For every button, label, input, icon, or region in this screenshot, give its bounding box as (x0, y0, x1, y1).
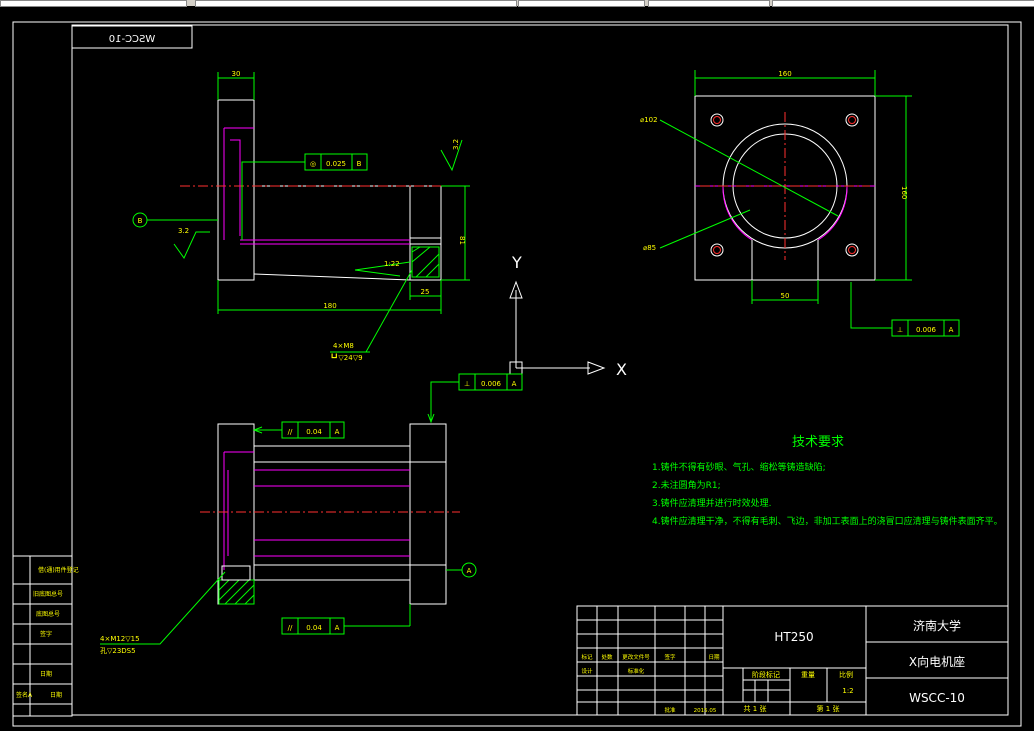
dim-dia-outer: ⌀102 (640, 116, 658, 124)
hole-note-1: 4×M8 (333, 342, 354, 350)
svg-text:设计: 设计 (581, 667, 593, 675)
svg-text:比例: 比例 (839, 670, 853, 679)
scale: 1:2 (842, 687, 853, 695)
tech-title: 技术要求 (792, 435, 844, 450)
svg-text:A: A (335, 624, 340, 632)
tech-item-2: 2.未注圆角为R1; (652, 479, 721, 491)
school: 济南大学 (913, 618, 961, 633)
svg-text:签名A: 签名A (16, 691, 33, 699)
x-axis-label: X (616, 360, 627, 379)
svg-text:底图总号: 底图总号 (36, 610, 60, 618)
bottom-hole-note-2: 孔▽23DS5 (100, 647, 136, 655)
inner-frame (71, 24, 1009, 716)
svg-text:⊥: ⊥ (464, 380, 470, 388)
dim-height-right: 160 (900, 186, 908, 199)
svg-text:批准: 批准 (664, 706, 676, 714)
cad-canvas[interactable]: WSCC-10 30 180 81 25 1:22 3.2 B 3.2 (0, 6, 1034, 731)
window-top-bar (0, 0, 1034, 7)
center-perp-frame: ⊥ 0.006 A (427, 373, 523, 424)
svg-text://: // (288, 428, 293, 436)
code-mirrored: WSCC-10 (109, 34, 156, 45)
svg-text:旧底图总号: 旧底图总号 (33, 590, 63, 598)
tech-item-3: 3.铸件应清理并进行时效处理. (652, 497, 771, 509)
svg-text:处数: 处数 (601, 653, 613, 661)
outer-frame (12, 21, 1022, 727)
svg-text:2015.05: 2015.05 (694, 708, 717, 714)
svg-text:签字: 签字 (40, 630, 52, 638)
title-block: HT250 济南大学 X向电机座 WSCC-10 1:2 阶段标记 重量 比例 … (576, 605, 1009, 716)
toolbar-field[interactable] (648, 0, 770, 7)
svg-text:日期: 日期 (708, 654, 720, 661)
coax-value: 0.025 (326, 160, 346, 168)
section-view: // 0.04 A // 0.04 A A 4×M12▽15 孔▽23DS5 (100, 421, 477, 655)
dim-width: 160 (778, 70, 791, 78)
coax-symbol: ◎ (310, 160, 316, 168)
front-view: 160 160 ⌀102 ⌀85 50 ⊥ 0.006 A (640, 70, 960, 337)
perp-symbol: ⊥ (897, 326, 903, 334)
datum-a: A (467, 567, 472, 575)
ucs-icon: Y X (509, 253, 627, 379)
svg-text:A: A (512, 380, 517, 388)
y-axis-label: Y (511, 253, 522, 272)
perp-ref: A (949, 326, 954, 334)
roughness-right: 3.2 (452, 139, 460, 150)
svg-text:日期: 日期 (40, 670, 52, 678)
datum-b: B (138, 217, 143, 225)
bottom-hole-note-1: 4×M12▽15 (100, 635, 140, 643)
svg-text:阶段标记: 阶段标记 (752, 670, 780, 679)
part-name: X向电机座 (909, 654, 965, 669)
svg-text:重量: 重量 (801, 671, 815, 679)
toolbar-field[interactable] (195, 0, 517, 7)
svg-text:更改文件号: 更改文件号 (622, 653, 650, 661)
svg-text:标准化: 标准化 (628, 667, 645, 675)
svg-text:第 1 张: 第 1 张 (817, 704, 840, 713)
dim-bottom: 50 (781, 292, 790, 300)
svg-text:A: A (335, 428, 340, 436)
tech-item-4: 4.铸件应清理干净，不得有毛刺、飞边，非加工表面上的浇冒口应清理与铸件表面齐平。 (652, 515, 1003, 527)
tech-item-1: 1.铸件不得有砂眼、气孔、缩松等铸造缺陷; (652, 461, 826, 473)
perp-value: 0.006 (916, 326, 937, 334)
svg-text:0.04: 0.04 (306, 428, 322, 436)
material: HT250 (774, 630, 813, 644)
svg-text:日期: 日期 (50, 691, 62, 699)
tech-requirements: 技术要求 1.铸件不得有砂眼、气孔、缩松等铸造缺陷; 2.未注圆角为R1; 3.… (652, 435, 1003, 527)
toolbar-field[interactable] (0, 0, 187, 7)
side-view: 30 180 81 25 1:22 3.2 B 3.2 ◎ 0.025 B 4×… (132, 70, 470, 362)
coax-ref: B (357, 160, 362, 168)
dim-dia-inner: ⌀85 (643, 244, 656, 252)
dim-height: 81 (458, 236, 466, 245)
svg-text://: // (288, 624, 293, 632)
toolbar-field[interactable] (518, 0, 645, 7)
hole-note-2: ┗┛▽24▽9 (330, 353, 363, 362)
roughness-left: 3.2 (178, 227, 189, 235)
left-table: 借(通)用件登记 旧底图总号 底图总号 签字 日期 签名A 日期 (12, 555, 79, 717)
dim-right: 25 (421, 288, 430, 296)
svg-text:标记: 标记 (581, 653, 593, 661)
svg-text:签字: 签字 (664, 653, 676, 661)
code-box (71, 25, 193, 49)
toolbar-field[interactable] (772, 0, 1034, 7)
svg-text:共 1 张: 共 1 张 (744, 704, 767, 713)
svg-text:0.04: 0.04 (306, 624, 322, 632)
svg-text:0.006: 0.006 (481, 380, 502, 388)
dim-top: 30 (232, 70, 241, 78)
taper: 1:22 (384, 260, 400, 268)
drawing-code: WSCC-10 (909, 691, 965, 705)
dim-length: 180 (323, 302, 336, 310)
svg-text:借(通)用件登记: 借(通)用件登记 (38, 566, 79, 574)
